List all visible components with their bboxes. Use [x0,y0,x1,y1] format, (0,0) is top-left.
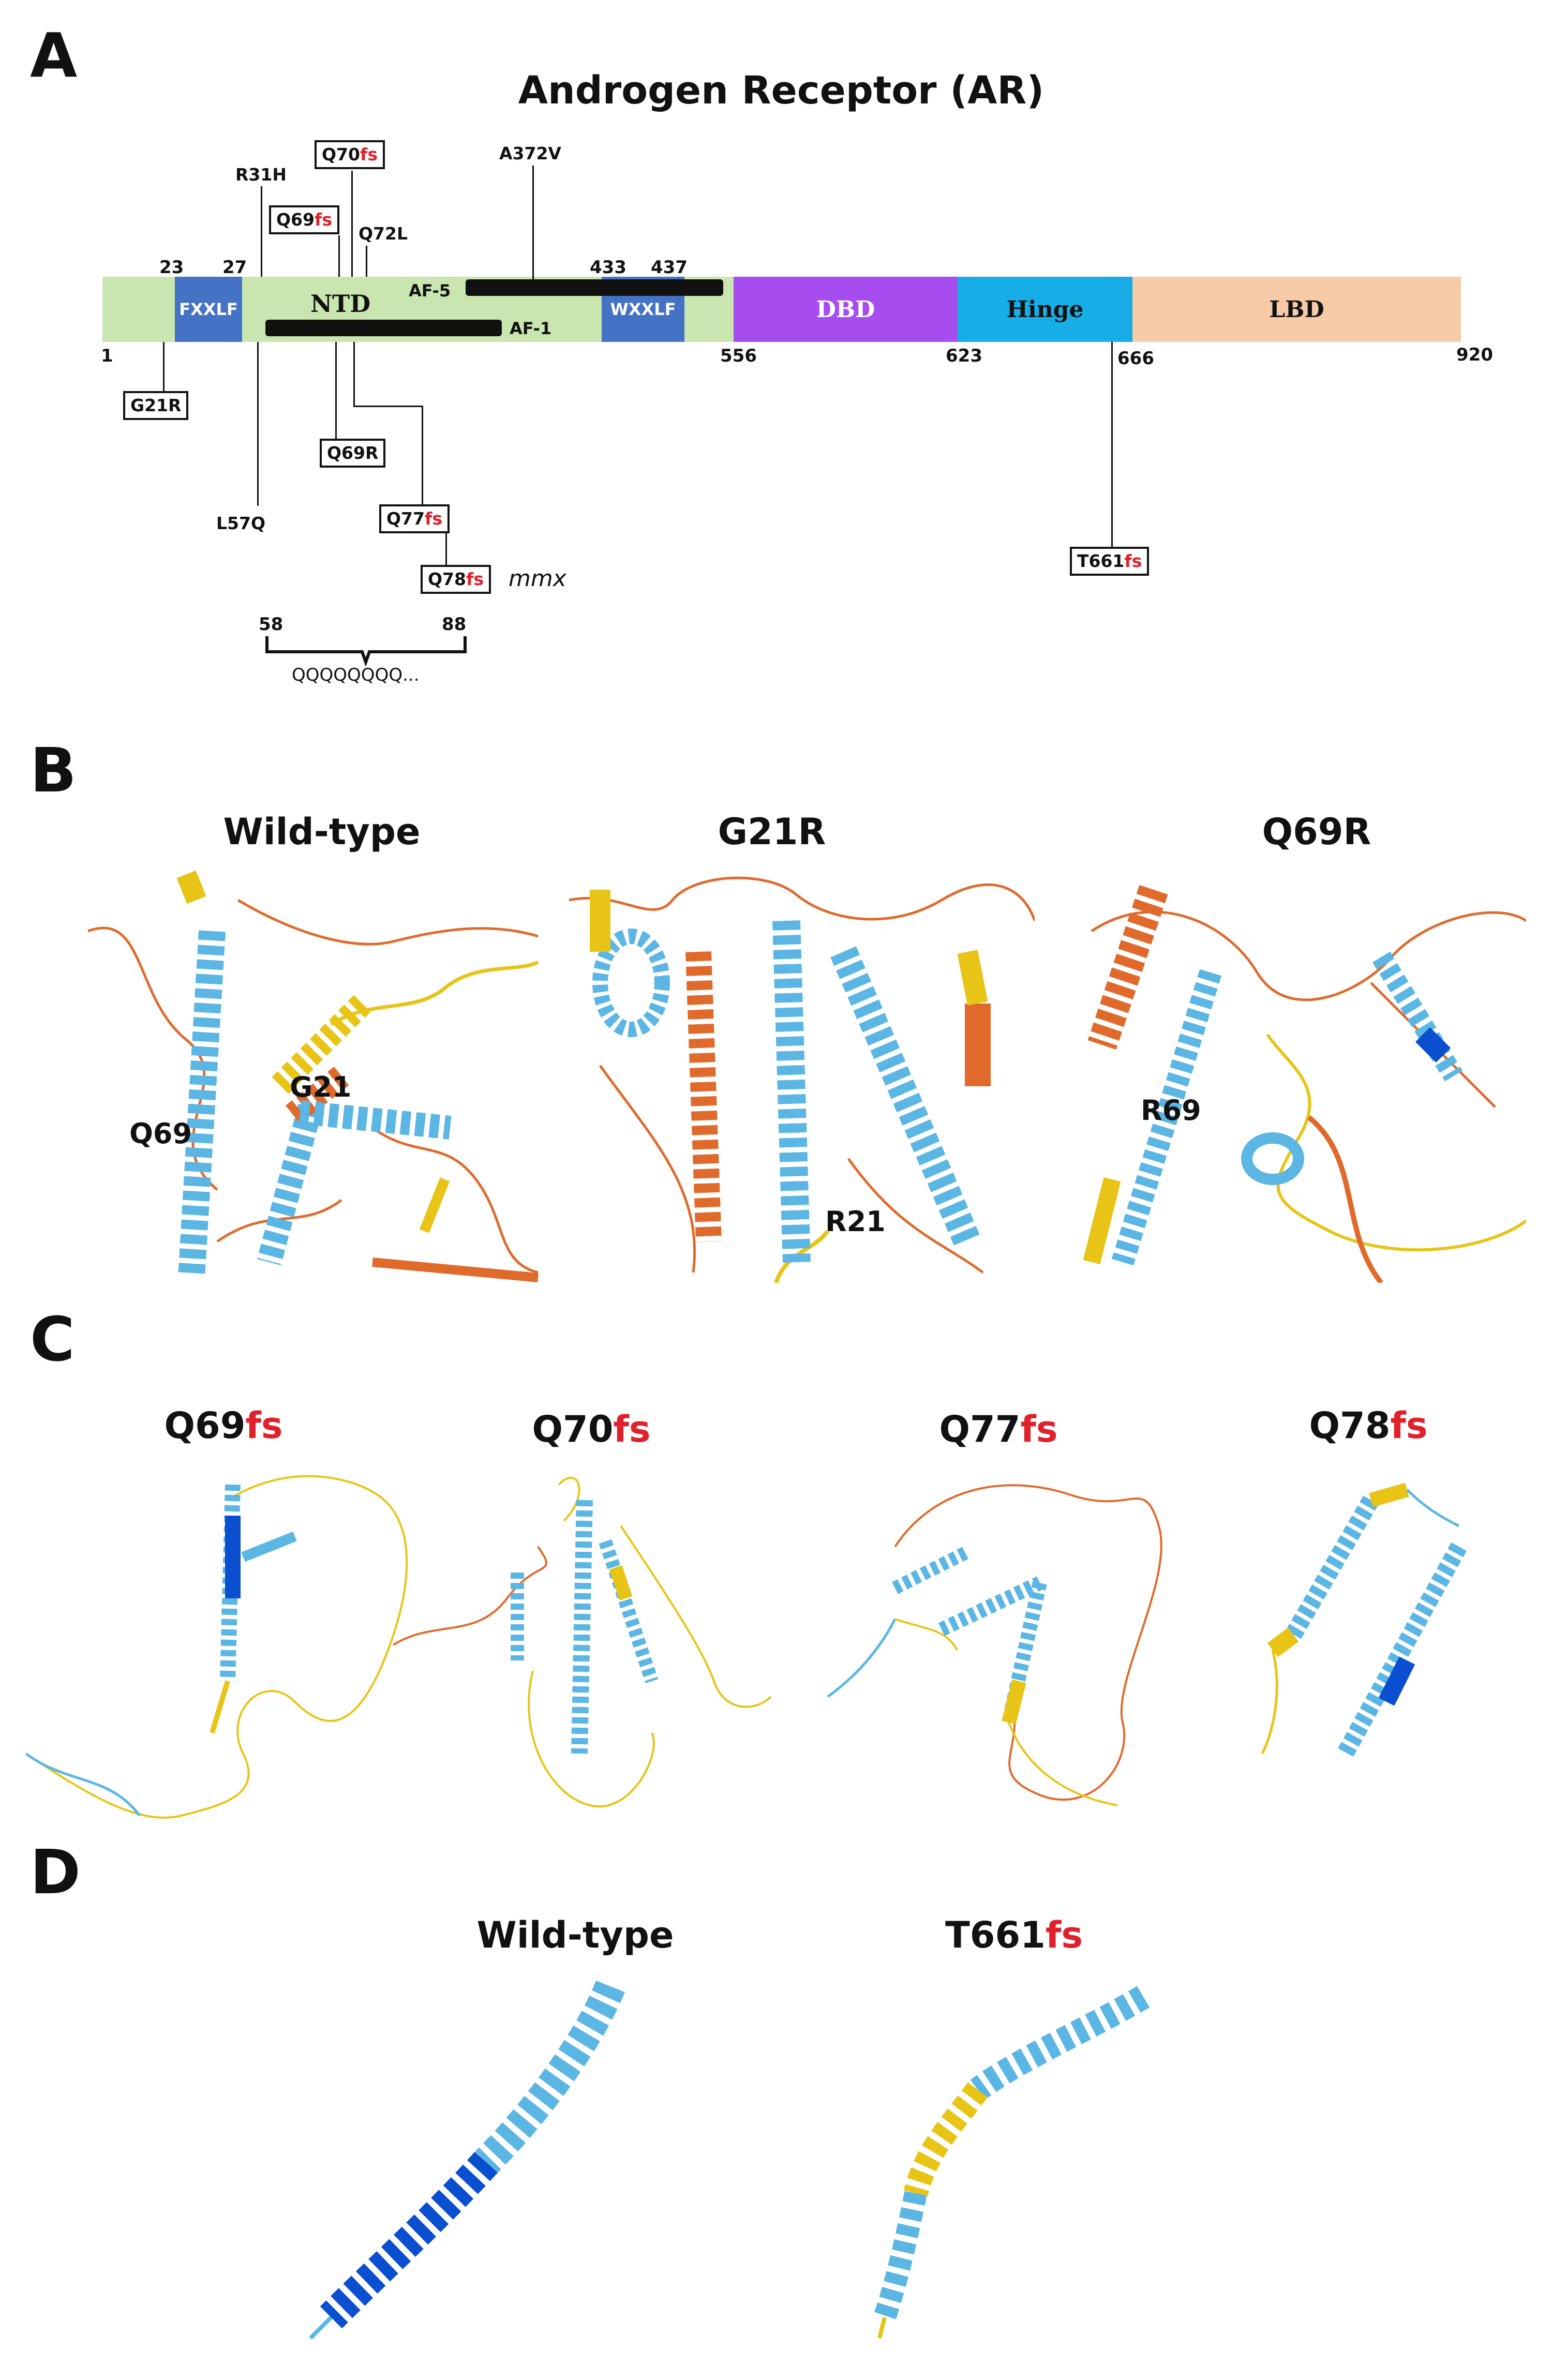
mmx-label: mmx [509,565,566,592]
q72l-connector [366,246,367,277]
position-88: 88 [442,614,467,635]
mutation-r31h: R31H [235,164,287,185]
position-433: 433 [590,257,626,278]
polyq-bracket [265,636,467,667]
q77fs-connector-a [353,342,355,407]
panel-b-title-wildtype: Wild-type [223,811,421,853]
panel-label-b: B [30,735,77,806]
mutation-q70fs: Q70fs [315,140,385,169]
mutation-q72l: Q72L [359,223,408,244]
position-920: 920 [1456,345,1493,365]
mutation-q78fs: Q78fs [421,565,491,594]
q69r-structure [1071,869,1526,1283]
q70fs-connector [351,171,353,277]
mutation-q69r: Q69R [320,439,386,468]
fxxlf-motif: FXXLF [175,277,242,342]
af5-bar [466,279,723,296]
position-556: 556 [720,346,757,366]
panel-label-c: C [30,1304,75,1375]
q70fs-structure [393,1464,786,1826]
af1-label: AF-1 [510,319,552,338]
position-1: 1 [101,346,113,366]
position-623: 623 [946,346,982,366]
panel-c-title-q77fs: Q77fs [939,1408,1058,1450]
q78fs-connector [445,533,447,565]
t661fs-structure [854,1976,1174,2348]
polyq-sequence: QQQQQQQQ... [292,665,420,685]
q69r-connector [335,342,337,439]
ntd-label: NTD [310,290,371,318]
panel-d-title-t661fs: T661fs [945,1914,1083,1956]
label-g21: G21 [290,1071,352,1103]
g21r-connector [163,342,165,391]
panel-c-title-q69fs: Q69fs [164,1404,283,1447]
panel-d-title-wildtype: Wild-type [476,1914,674,1956]
af1-bar [265,320,502,336]
label-r69: R69 [1141,1094,1201,1127]
hinge-domain: Hinge [958,277,1132,342]
lbd-domain: LBD [1132,277,1461,342]
mutation-a372v: A372V [499,143,561,163]
q69fs-connector [338,235,340,277]
mutation-q77fs: Q77fs [379,504,450,533]
a372v-connector [532,166,534,279]
figure-title: Androgen Receptor (AR) [518,68,1044,113]
label-q69: Q69 [129,1117,192,1150]
mutation-g21r: G21R [123,391,189,420]
q77fs-structure [802,1464,1195,1826]
panel-c-title-q70fs: Q70fs [532,1408,651,1450]
q77fs-connector-b [353,406,423,407]
panel-label-a: A [30,20,78,91]
position-58: 58 [259,614,283,635]
q69fs-structure [26,1464,419,1826]
mutation-q69fs: Q69fs [269,205,339,234]
position-23: 23 [159,257,184,278]
q77fs-connector-c [422,406,423,505]
position-27: 27 [222,257,247,278]
panel-b-title-q69r: Q69R [1262,811,1371,853]
wildtype-hinge-structure [300,1976,641,2348]
panel-b-title-g21r: G21R [718,811,826,853]
t661fs-connector [1111,342,1113,547]
af5-label: AF-5 [409,281,451,301]
label-r21: R21 [825,1205,886,1238]
panel-label-d: D [30,1836,81,1908]
dbd-domain: DBD [734,277,958,342]
mutation-t661fs: T661fs [1070,547,1150,576]
q78fs-structure [1252,1464,1531,1826]
wildtype-structure [83,869,543,1283]
l57q-connector [257,342,259,506]
mutation-l57q: L57Q [216,513,266,533]
position-437: 437 [651,257,688,278]
g21r-structure [569,869,1035,1283]
r31h-connector [261,186,262,277]
panel-c-title-q78fs: Q78fs [1309,1404,1428,1447]
position-666: 666 [1117,348,1154,369]
